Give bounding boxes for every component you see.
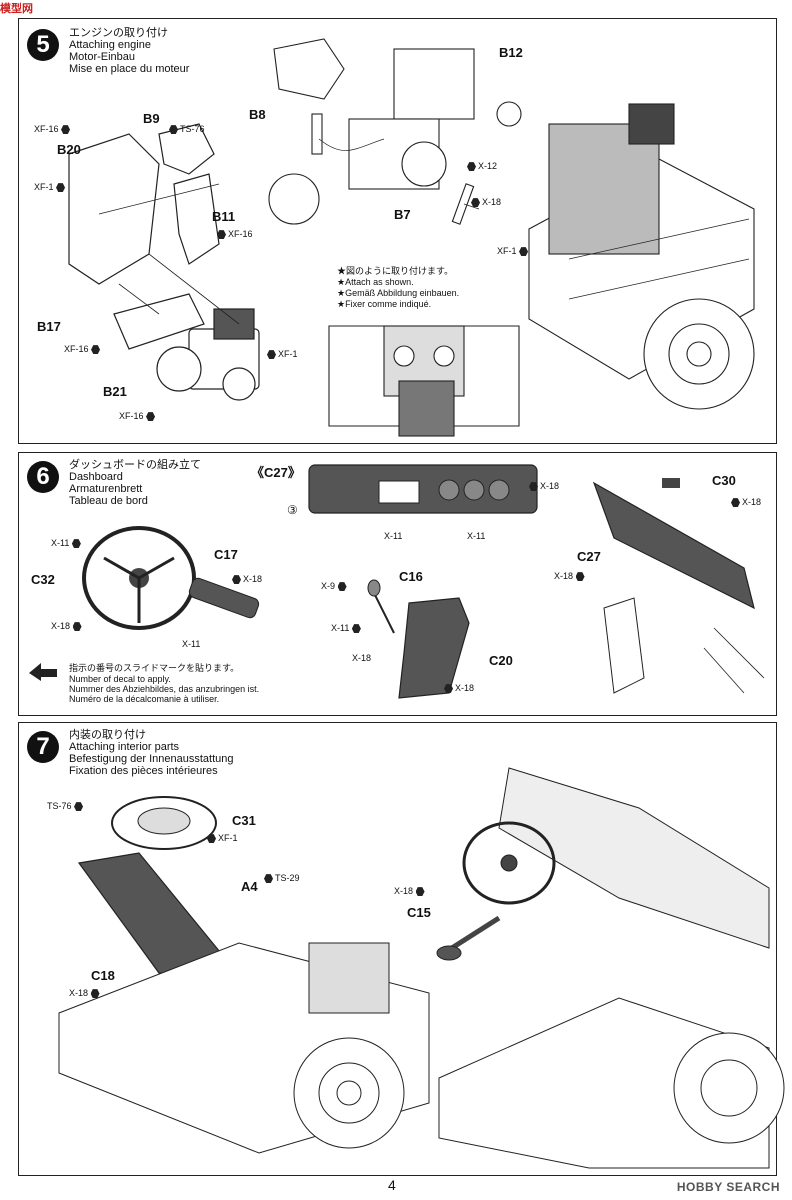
part-label-c20: C20 [489,653,513,668]
note-en: ★Attach as shown. [337,277,414,287]
step7-title-en: Attaching interior parts [69,741,180,753]
part-label-c18: C18 [91,968,115,983]
part-label-c27: C27 [577,549,601,564]
paint-ts29: TS-29 [264,873,300,884]
step7-panel: 7 内装の取り付け Attaching interior parts Befes… [18,722,785,1176]
screw-c16-x11: X-11 [331,623,363,634]
step5-note: ★図のように取り付けます。 ★Attach as shown. ★Gemäß A… [337,264,459,310]
screw-c17-x11: X-11 [182,639,201,649]
part-label-a4: A4 [241,879,258,894]
step5-engine-bay-view [328,325,520,437]
step5-number: 5 [27,29,59,61]
part-label-b11: B11 [212,209,236,224]
part-label-c16: C16 [399,569,423,584]
step5-panel: 5 エンジンの取り付け Attaching engine Motor-Einba… [18,18,777,444]
step5-titles: エンジンの取り付け Attaching engine Motor-Einbau … [69,27,189,75]
paint-ts76: TS-76 [169,124,205,135]
screw-c27-x11-b: X-11 [467,531,486,541]
part-label-b21: B21 [103,384,127,399]
handbrake-c15-drawing [436,915,501,961]
step7-number: 7 [27,731,59,763]
screw-c18-x18: X-18 [69,988,102,999]
screw-c30-x18: X-18 [731,497,761,508]
paint-xf1-b: XF-1 [267,349,298,360]
step5-chassis-assembled [528,103,755,410]
part-label-b17: B17 [37,319,61,334]
step5-engine-center-drawing [268,38,522,225]
step7-titles: 内装の取り付け Attaching interior parts Befesti… [69,729,234,777]
paint-xf16-c: XF-16 [64,344,102,355]
step5-title-jp: エンジンの取り付け [69,27,168,39]
decal-text-fr: Numéro de la décalcomanie à utiliser. [69,694,220,704]
column-c17-drawing [188,577,260,619]
note-de: ★Gemäß Abbildung einbauen. [337,288,460,298]
step7-chassis-right [438,767,785,1169]
screw-x12: X-12 [467,161,497,172]
screw-wheel-x11: X-11 [51,538,83,549]
part-label-c30: C30 [712,473,736,488]
screw-c16-x18: X-18 [352,653,372,663]
watermark-logo: 模型网 [0,3,33,15]
step7-title-jp: 内装の取り付け [69,729,146,741]
steering-wheel-drawing [82,526,196,630]
screw-c20-x18: X-18 [444,683,474,694]
decal-arrow-icon [29,663,57,681]
step6-panel: 6 ダッシュボードの組み立て Dashboard Armaturenbrett … [18,452,777,716]
step6-number: 6 [27,461,59,493]
step6-title-jp: ダッシュボードの組み立て [69,459,201,471]
part-label-c17: C17 [214,547,238,562]
paint-xf16-d: XF-16 [119,411,157,422]
decal-text-de: Nummer des Abziehbildes, das anzubringen… [69,684,260,694]
spare-tire-drawing [111,796,217,850]
paint-xf16-a: XF-16 [34,124,72,135]
part-label-b8: B8 [249,107,266,122]
step5-title-fr: Mise en place du moteur [69,63,190,75]
part-label-c27-ref: 《C27》 [251,465,301,480]
screw-c27-x18-b: X-18 [554,571,587,582]
step5-title-en: Attaching engine [69,39,151,51]
step6-title-en: Dashboard [69,471,123,483]
step6-titles: ダッシュボードの組み立て Dashboard Armaturenbrett Ta… [69,459,201,507]
decal-text-en: Number of decal to apply. [69,674,171,684]
screw-x18: X-18 [471,197,501,208]
dashboard-assembly-drawing [592,478,765,694]
decal-marker-3: ③ [287,503,298,517]
step6-title-fr: Tableau de bord [69,495,148,507]
screw-c16-x9: X-9 [321,581,349,592]
paint-xf1-c: XF-1 [497,246,530,257]
console-c20-drawing [367,579,470,699]
step6-title-de: Armaturenbrett [69,483,143,495]
page-number: 4 [388,1177,396,1193]
screw-c27-x11-a: X-11 [384,531,403,541]
screw-wheel-x18: X-18 [51,621,84,632]
part-label-c32: C32 [31,572,55,587]
step5-engine-exploded-drawing [68,123,260,401]
paint-xf1-a: XF-1 [34,182,67,193]
step7-title-fr: Fixation des pièces intérieures [69,765,218,777]
screw-c17-x18: X-18 [232,574,262,585]
paint-xf16-b: XF-16 [217,229,253,240]
note-fr: ★Fixer comme indiqué. [337,299,432,309]
screw-c15-x18: X-18 [394,886,427,897]
part-label-b9: B9 [143,111,160,126]
dashboard-front-view [308,464,538,514]
decal-text-jp: 指示の番号のスライドマークを貼ります。 [69,663,240,673]
step7-title-de: Befestigung der Innenausstattung [69,753,234,765]
part-label-b20: B20 [57,142,81,157]
watermark-text: HOBBY SEARCH [676,1180,780,1194]
part-label-b12: B12 [499,45,523,60]
step7-chassis-left [58,942,430,1154]
part-label-c15: C15 [407,905,431,920]
paint-xf1-d: XF-1 [207,833,238,844]
paint-ts76-b: TS-76 [47,801,85,812]
note-jp: ★図のように取り付けます。 [337,266,454,276]
screw-c27-x18: X-18 [529,481,559,492]
part-label-b7: B7 [394,207,411,222]
part-label-c31: C31 [232,813,256,828]
step5-title-de: Motor-Einbau [69,51,136,63]
